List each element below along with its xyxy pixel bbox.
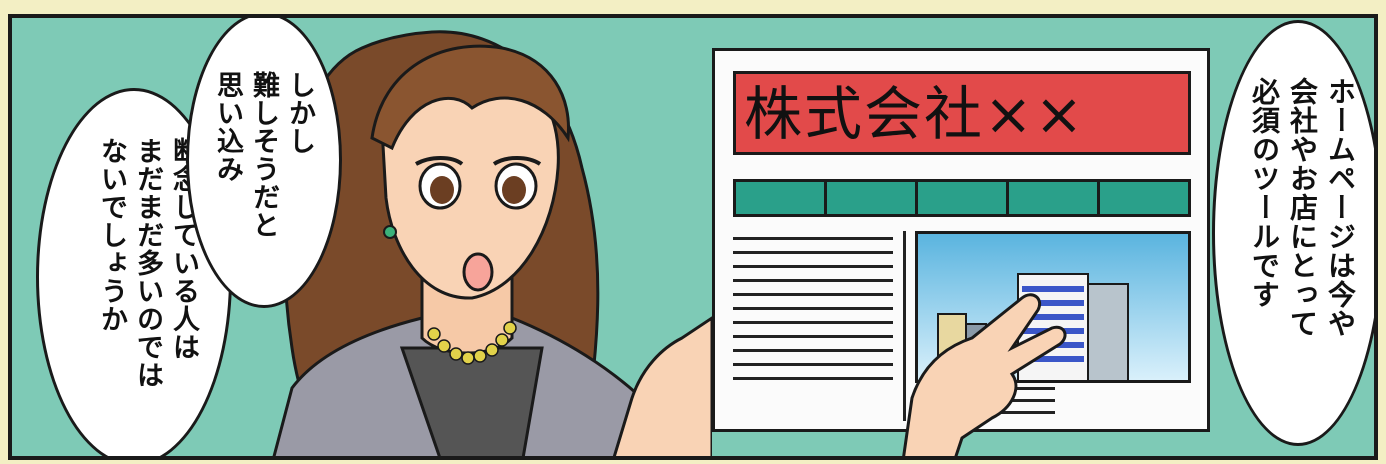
nav-item	[1100, 182, 1188, 214]
woman-character-illustration	[272, 30, 712, 456]
nav-item	[736, 182, 827, 214]
webpage-title: 株式会社××	[744, 80, 1086, 148]
nav-item	[918, 182, 1009, 214]
bubble-middle-line-1: しかし	[284, 71, 315, 155]
webpage-mockup: 株式会社××	[712, 48, 1210, 432]
bubble-left-line-2: まだまだ多いのでは	[132, 137, 163, 389]
comic-panel: 断念している人は まだまだ多いのでは ないでしょうか しかし 難しそうだと 思い…	[8, 14, 1378, 460]
webpage-nav-bar	[733, 179, 1191, 217]
pointing-hand-illustration	[902, 293, 1067, 456]
speech-bubble-middle: しかし 難しそうだと 思い込み	[186, 18, 342, 308]
bubble-right-line-3: 必須のツールです	[1248, 77, 1281, 309]
bubble-middle-line-2: 難しそうだと	[248, 71, 279, 239]
bubble-left-line-3: ないでしょうか	[96, 137, 127, 333]
necklace-icon	[427, 321, 517, 365]
webpage-divider	[903, 231, 906, 421]
speech-bubble-left: 断念している人は まだまだ多いのでは ないでしょうか	[36, 88, 232, 456]
nav-item	[1009, 182, 1100, 214]
webpage-header: 株式会社××	[733, 71, 1191, 155]
bubble-right-line-2: 会社やお店にとって	[1286, 77, 1319, 338]
bubble-middle-line-3: 思い込み	[212, 71, 243, 183]
bubble-right-line-1: ホームページは今や	[1324, 77, 1357, 338]
speech-bubble-right: ホームページは今や 会社やお店にとって 必須のツールです	[1212, 20, 1374, 446]
webpage-text-lines	[733, 237, 893, 391]
nav-item	[827, 182, 918, 214]
